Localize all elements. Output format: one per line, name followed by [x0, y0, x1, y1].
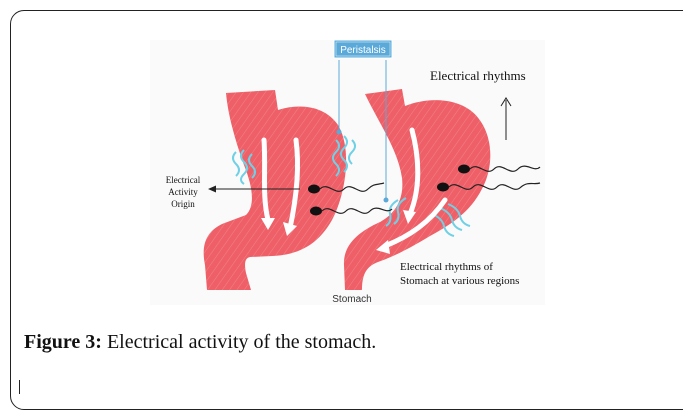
regions-label-line2: Stomach at various regions: [400, 275, 519, 287]
electrode-2: [310, 207, 322, 216]
regions-label-line1: Electrical rhythms of: [400, 261, 493, 273]
origin-label-line2: Activity: [168, 187, 198, 197]
stomach-label: Stomach: [332, 294, 371, 305]
caption-label: Figure 3:: [24, 331, 102, 353]
origin-label-line3: Origin: [171, 199, 195, 209]
origin-label-line1: Electrical: [166, 175, 201, 185]
peristalsis-label: Peristalsis: [340, 45, 386, 56]
electrical-rhythms-label: Electrical rhythms: [430, 68, 526, 83]
electrode-4: [437, 183, 449, 192]
caption-text: Electrical activity of the stomach.: [102, 331, 376, 353]
electrode-3: [458, 165, 470, 174]
figure-caption: Figure 3: Electrical activity of the sto…: [24, 331, 376, 354]
electrode-1: [308, 185, 320, 194]
